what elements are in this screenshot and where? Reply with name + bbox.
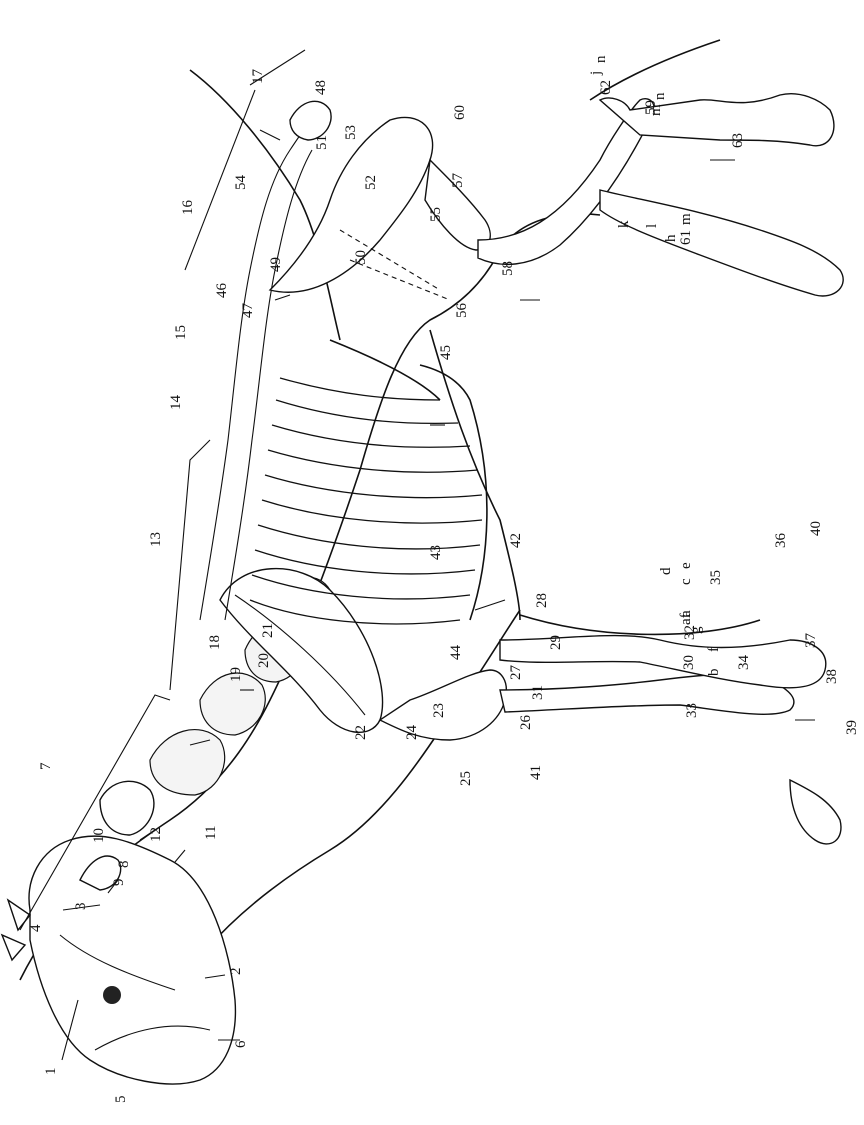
label-25: 25	[458, 771, 474, 786]
label-m-tail: m	[648, 104, 664, 116]
label-49: 49	[268, 257, 284, 272]
label-17: 17	[250, 69, 266, 85]
label-13: 13	[148, 532, 164, 547]
label-16: 16	[180, 200, 196, 216]
ribs	[250, 365, 487, 624]
label-29: 29	[548, 635, 564, 650]
label-22: 22	[353, 725, 369, 740]
label-21: 21	[260, 623, 276, 638]
label-43: 43	[428, 545, 444, 560]
label-28: 28	[534, 593, 550, 608]
label-51: 51	[314, 135, 330, 150]
label-38: 38	[824, 669, 840, 684]
label-46: 46	[214, 283, 230, 299]
label-37: 37	[803, 633, 819, 649]
label-39: 39	[844, 720, 860, 735]
label-9: 9	[111, 879, 127, 887]
label-30: 30	[681, 655, 697, 670]
label-8: 8	[116, 861, 132, 869]
label-56: 56	[454, 303, 470, 319]
label-m-hind: m	[678, 213, 694, 225]
label-2: 2	[228, 968, 244, 976]
label-14: 14	[168, 395, 184, 411]
label-19: 19	[228, 667, 244, 682]
label-54: 54	[233, 175, 249, 191]
hind-limb	[425, 94, 843, 296]
pelvis	[270, 101, 450, 300]
label-36: 36	[773, 533, 789, 549]
label-35: 35	[708, 570, 724, 585]
label-6: 6	[233, 1040, 249, 1048]
label-63: 63	[730, 133, 746, 148]
label-58: 58	[500, 261, 516, 276]
label-10: 10	[91, 828, 107, 843]
label-57: 57	[450, 173, 466, 189]
label-3: 3	[73, 903, 89, 911]
label-61: 61	[678, 230, 694, 245]
label-n: n	[593, 55, 609, 63]
label-e: e	[678, 562, 694, 569]
label-20: 20	[256, 653, 272, 668]
label-h: h	[663, 234, 679, 242]
orbit-mark	[103, 986, 121, 1004]
label-41: 41	[528, 765, 544, 780]
label-47: 47	[240, 303, 256, 319]
label-1: 1	[43, 1068, 59, 1076]
label-4: 4	[28, 924, 44, 932]
label-n-lower: n	[652, 92, 668, 100]
label-44: 44	[448, 645, 464, 661]
label-5: 5	[113, 1096, 129, 1104]
label-48: 48	[313, 80, 329, 95]
label-50: 50	[353, 250, 369, 265]
label-31: 31	[530, 685, 546, 700]
label-af: af	[678, 613, 694, 625]
label-45: 45	[438, 345, 454, 360]
label-l: l	[644, 224, 660, 228]
label-j: j	[588, 71, 604, 76]
label-15: 15	[173, 325, 189, 340]
label-26: 26	[518, 715, 534, 731]
label-34: 34	[736, 655, 752, 671]
label-55: 55	[428, 207, 444, 222]
label-12: 12	[148, 827, 164, 842]
label-40: 40	[808, 521, 824, 536]
label-k: k	[616, 220, 632, 228]
label-b: b	[706, 669, 722, 677]
label-23: 23	[431, 703, 447, 718]
label-11: 11	[203, 826, 219, 840]
label-g: g	[688, 626, 704, 634]
label-d: d	[658, 567, 674, 575]
fore-limb	[380, 636, 841, 844]
label-33: 33	[684, 703, 700, 718]
label-24: 24	[404, 725, 420, 741]
label-27: 27	[508, 665, 524, 681]
label-f: f	[706, 647, 722, 652]
label-62: 62	[598, 80, 614, 95]
label-7: 7	[38, 762, 54, 770]
label-52: 52	[363, 175, 379, 190]
label-60: 60	[452, 105, 468, 120]
label-c: c	[678, 578, 694, 585]
region-brackets	[20, 50, 305, 930]
label-53: 53	[343, 125, 359, 140]
label-42: 42	[508, 533, 524, 548]
label-18: 18	[207, 635, 223, 650]
